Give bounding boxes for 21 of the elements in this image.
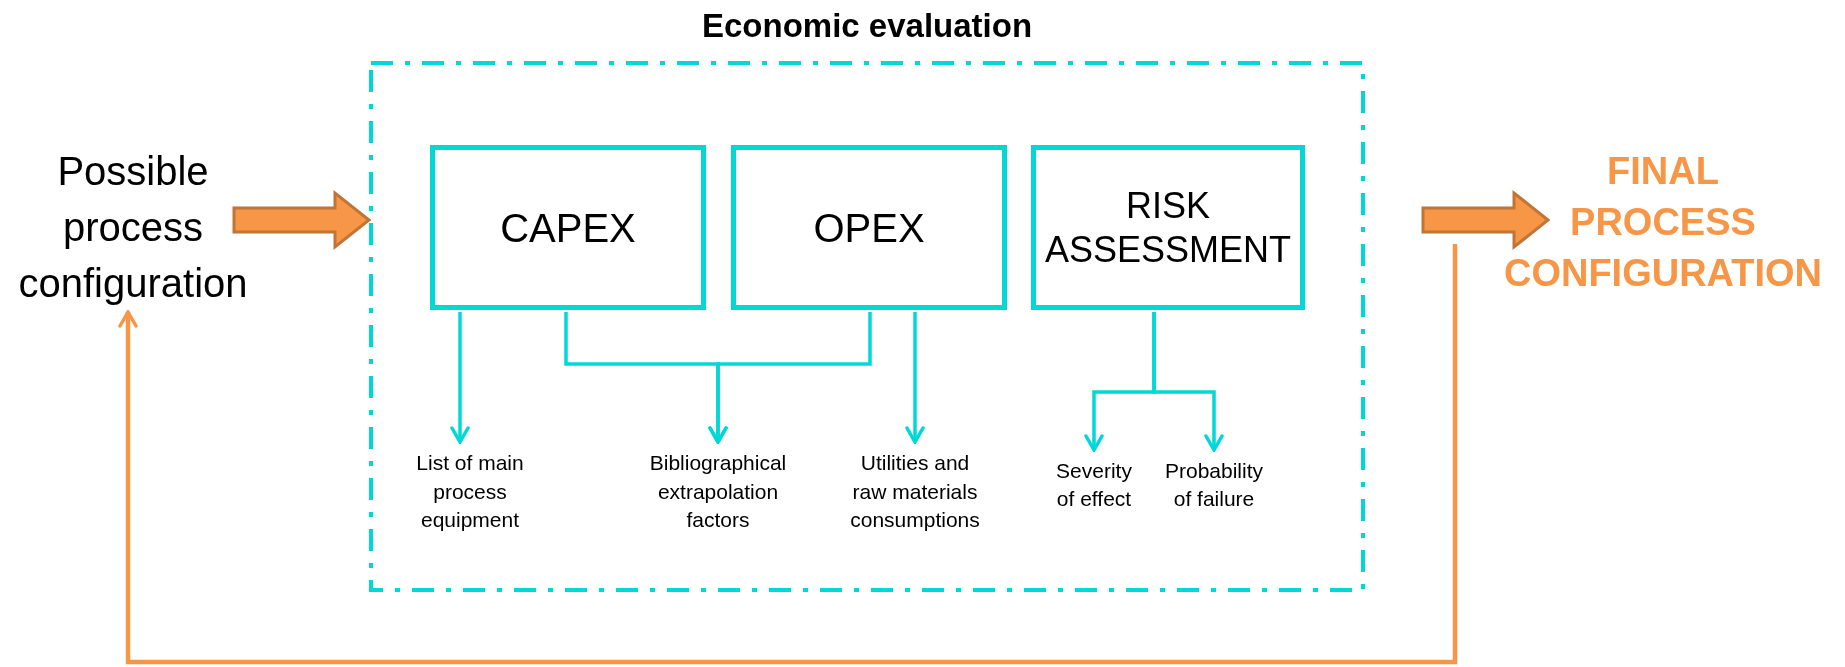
arrow <box>708 312 872 444</box>
output-label: Utilities and raw materials consumptions <box>849 450 981 534</box>
process-box <box>1031 145 1305 310</box>
process-box <box>731 145 1007 310</box>
output-label: Severity of effect <box>1055 457 1133 512</box>
output-label: Probability of failure <box>1163 457 1265 512</box>
arrow <box>1152 312 1224 452</box>
output-label: List of main process equipment <box>415 450 525 534</box>
result-label: FINAL PROCESS CONFIGURATION <box>1502 148 1823 297</box>
input-label: Possible process configuration <box>17 148 249 307</box>
arrow <box>905 312 925 444</box>
box-label: OPEX <box>812 204 926 252</box>
block-arrow <box>1421 189 1551 251</box>
process-box <box>430 145 706 310</box>
block-arrow <box>232 189 372 251</box>
output-label: Bibliographical extrapolation factors <box>648 450 788 534</box>
box-label: RISK ASSESSMENT <box>1043 184 1293 271</box>
feedback-arrow <box>118 244 1458 665</box>
group-title: Economic evaluation <box>700 6 1034 46</box>
arrow <box>450 312 470 444</box>
box-label: CAPEX <box>499 204 637 252</box>
